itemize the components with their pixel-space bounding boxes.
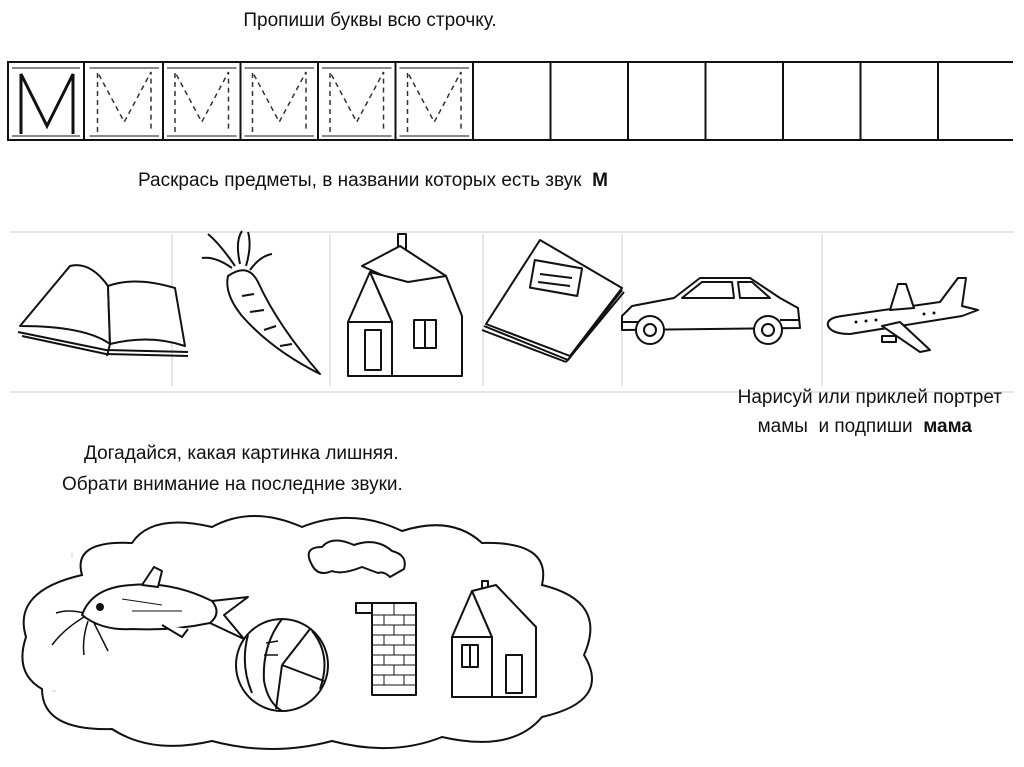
dashed-letter: [251, 71, 307, 132]
tracing-cell[interactable]: [322, 67, 392, 137]
task-odd-one-line1: Догадайся, какая картинка лишняя.: [84, 443, 399, 464]
catfish-icon[interactable]: [51, 566, 249, 656]
tracing-cell[interactable]: [167, 67, 237, 137]
empty-cell[interactable]: [861, 63, 938, 139]
pictures-row: [10, 230, 1014, 393]
task-color-items: Раскрась предметы, в названии которых ес…: [138, 170, 608, 192]
empty-cell[interactable]: [939, 63, 1015, 139]
notebook-icon[interactable]: [481, 239, 625, 363]
empty-cell[interactable]: [551, 63, 628, 139]
dashed-letter: [329, 71, 385, 132]
carrot-icon[interactable]: [201, 230, 321, 375]
tracing-cell[interactable]: [244, 67, 315, 137]
task-portrait-text: мамы и подпиши: [757, 416, 913, 437]
car-icon[interactable]: [621, 277, 801, 345]
odd-one-cloud: [21, 515, 593, 750]
dashed-letter: [406, 71, 462, 132]
empty-cell[interactable]: [629, 63, 705, 139]
empty-cell[interactable]: [784, 63, 860, 139]
faded-background: [10, 231, 1014, 393]
dashed-letter: [96, 71, 152, 132]
cabbage-icon[interactable]: [235, 618, 329, 712]
task-portrait-line1: Нарисуй или приклей портрет: [737, 387, 1002, 408]
open-book-icon[interactable]: [17, 264, 189, 357]
task-odd-one-line2: Обрати внимание на последние звуки.: [62, 474, 403, 495]
house-icon[interactable]: [451, 580, 537, 698]
tracing-cells: [89, 62, 474, 140]
tracing-cell[interactable]: [89, 67, 160, 137]
house-icon[interactable]: [347, 233, 463, 377]
empty-cell[interactable]: [706, 63, 783, 139]
tracing-cell[interactable]: [399, 67, 470, 137]
chimney-icon[interactable]: [307, 539, 417, 696]
letter-tracing-strip: [7, 61, 1015, 141]
dashed-letter: [174, 71, 230, 132]
airplane-icon[interactable]: [826, 277, 979, 353]
task-copy-letter: Пропиши буквы всю строчку.: [243, 10, 497, 31]
task-portrait-word: мама: [923, 416, 972, 437]
task-portrait-line2: мамы и подпиши мама: [0, 416, 972, 438]
empty-cells: [474, 62, 1015, 140]
task-color-items-text: Раскрась предметы, в названии которых ес…: [138, 170, 582, 191]
empty-cell[interactable]: [474, 63, 550, 139]
target-sound: М: [592, 170, 608, 191]
model-letter-cell: [12, 62, 85, 140]
